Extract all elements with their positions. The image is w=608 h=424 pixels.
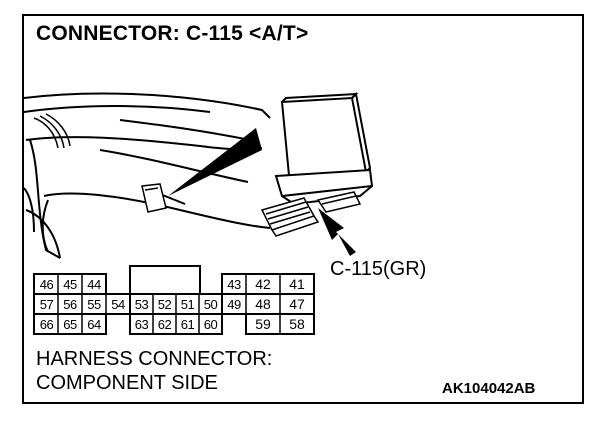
pin-43: 43 (227, 277, 241, 292)
location-pointer (168, 128, 262, 196)
pin-58: 58 (289, 316, 305, 332)
pin-61: 61 (180, 317, 195, 332)
pin-41: 41 (289, 276, 305, 292)
pin-65: 65 (63, 317, 77, 332)
pin-62: 62 (157, 317, 172, 332)
pin-54: 54 (111, 297, 125, 312)
reference-code: AK104042AB (442, 380, 536, 397)
pin-51: 51 (180, 297, 195, 312)
pin-66: 66 (39, 317, 54, 332)
pin-52: 52 (157, 297, 172, 312)
pin-64: 64 (87, 317, 101, 332)
pin-57: 57 (39, 297, 54, 312)
pin-44: 44 (87, 277, 101, 292)
pin-49: 49 (227, 297, 241, 312)
pin-55: 55 (87, 297, 101, 312)
pin-42: 42 (255, 276, 271, 292)
callout-arrow (318, 208, 356, 256)
pin-46: 46 (39, 277, 54, 292)
connector-callout-label: C-115(GR) (330, 258, 427, 280)
diagram-title: CONNECTOR: C-115 <A/T> (36, 22, 309, 45)
pin-50: 50 (203, 297, 218, 312)
pin-59: 59 (255, 316, 271, 332)
pin-56: 56 (63, 297, 77, 312)
pin-48: 48 (255, 296, 271, 312)
pin-53: 53 (134, 297, 149, 312)
mounting-location (141, 183, 167, 213)
pin-45: 45 (63, 277, 77, 292)
pin-47: 47 (289, 296, 305, 312)
pin-63: 63 (134, 317, 149, 332)
pin-60: 60 (203, 317, 218, 332)
connector-cell-dividers (57, 274, 281, 334)
dashboard-outline (23, 92, 271, 259)
caption-line-1: HARNESS CONNECTOR: (36, 348, 273, 370)
harness-connector (260, 191, 362, 237)
caption-line-2: COMPONENT SIDE (36, 372, 218, 394)
control-module (274, 91, 374, 206)
